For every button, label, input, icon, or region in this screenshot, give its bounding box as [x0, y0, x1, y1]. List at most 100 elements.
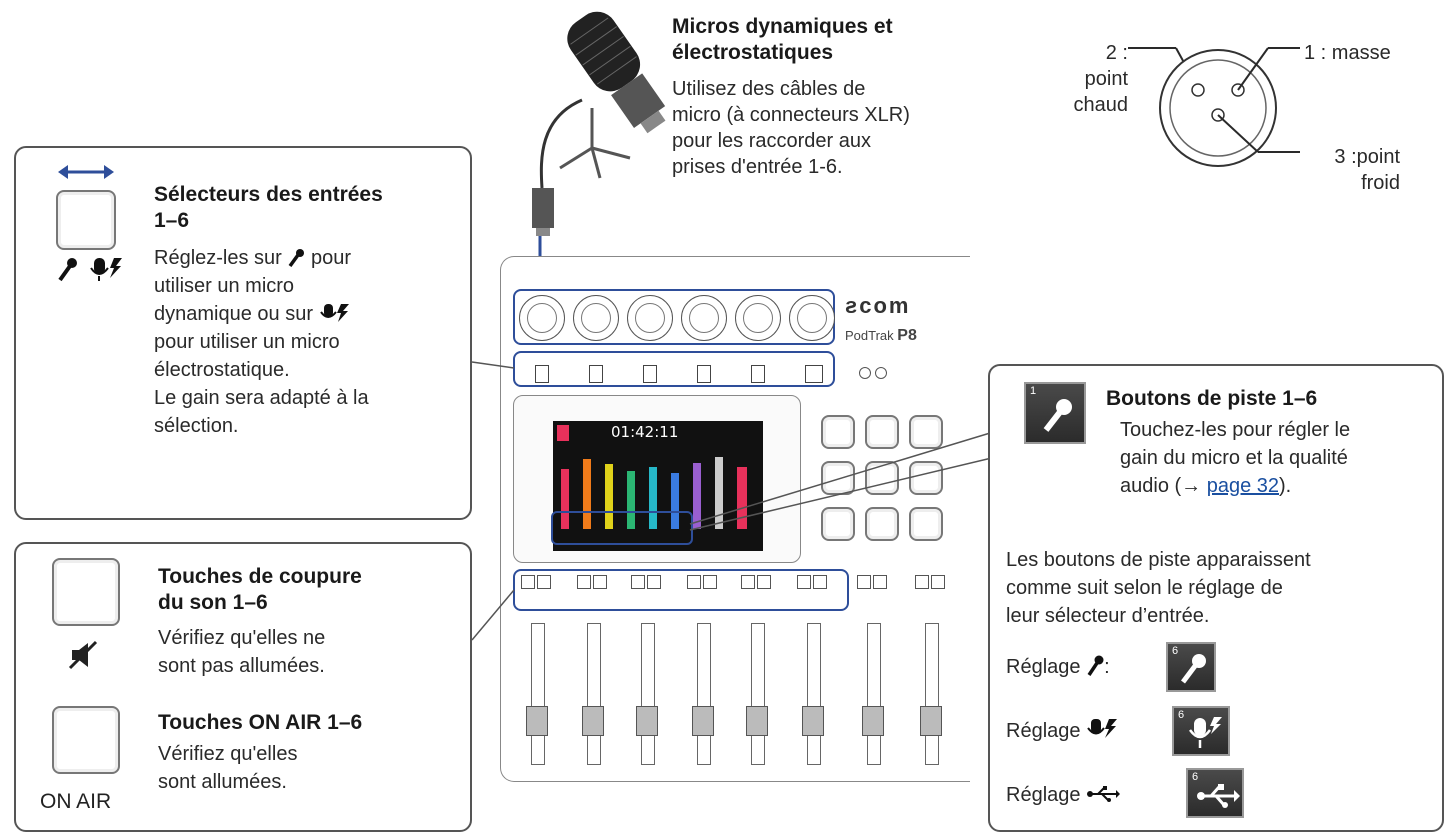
page-32-link[interactable]: page 32	[1206, 475, 1280, 497]
mute-key-icon	[52, 558, 120, 626]
input-selector-2[interactable]	[589, 365, 603, 383]
onair-key-4[interactable]	[703, 575, 717, 589]
sound-pad-e[interactable]	[865, 461, 899, 495]
xlr-pin1-label: 1 : masse	[1304, 42, 1391, 64]
input-selectors-description: Réglez-les sur pour utiliser un micro dy…	[154, 247, 369, 437]
usb-icon	[1197, 784, 1240, 808]
xlr-jack-6	[789, 295, 835, 341]
sound-pad-c[interactable]	[909, 415, 943, 449]
screen-track-buttons	[551, 511, 693, 545]
mute-key-5[interactable]	[741, 575, 755, 589]
input-selector-4[interactable]	[697, 365, 711, 383]
xlr-jack-2	[573, 295, 619, 341]
usb-icon	[1087, 786, 1121, 802]
screen-time: 01:42:11	[611, 423, 679, 441]
track-button-dynamic-variant: 6	[1166, 642, 1216, 692]
microphone-illustration	[532, 11, 666, 236]
track-buttons-title: Boutons de piste 1–6	[1106, 387, 1318, 410]
fader-7[interactable]	[862, 623, 884, 765]
mute-key-4[interactable]	[687, 575, 701, 589]
track-button-usb-variant: 6	[1186, 768, 1244, 818]
onair-key-7[interactable]	[873, 575, 887, 589]
model-name: PodTrak P8	[845, 327, 917, 344]
fader-4[interactable]	[692, 623, 714, 765]
dynamic-mic-icon	[288, 249, 305, 268]
fader-2[interactable]	[582, 623, 604, 765]
xlr-connector-diagram	[1128, 47, 1300, 167]
record-indicator	[557, 425, 569, 441]
track-buttons-explanation: Les boutons de piste apparaissent comme …	[1006, 549, 1311, 627]
mute-onair-callout: ON AIR Touches de coupure du son 1–6 Vér…	[14, 542, 472, 832]
fader-5[interactable]	[746, 623, 768, 765]
xlr-jack-5	[735, 295, 781, 341]
xlr-pin3-label: 3 :point froid	[1334, 146, 1400, 194]
input-selector-3[interactable]	[643, 365, 657, 383]
setting-dynamic-row: Réglage :	[1006, 655, 1110, 678]
track-button-condenser-variant: 6	[1172, 706, 1230, 756]
condenser-mic-icon	[1188, 717, 1222, 748]
condenser-mic-icon	[319, 304, 349, 322]
mute-key-6[interactable]	[797, 575, 811, 589]
setting-condenser-row: Réglage	[1006, 718, 1120, 744]
onair-key-5[interactable]	[757, 575, 771, 589]
input-selectors-callout: Sélecteurs des entrées 1–6 Réglez-les su…	[14, 146, 472, 520]
track-button-icon: 1	[1024, 382, 1086, 444]
sound-pad-a[interactable]	[821, 415, 855, 449]
return-jack-2	[875, 367, 887, 379]
sound-pad-d[interactable]	[821, 461, 855, 495]
onair-description: Vérifiez qu'elles sont allumées.	[158, 743, 298, 793]
return-jack	[859, 367, 871, 379]
xlr-jack-4	[681, 295, 727, 341]
mute-key-2[interactable]	[577, 575, 591, 589]
input-selector-row	[513, 351, 835, 387]
dynamic-mic-icon	[1043, 399, 1072, 432]
fader-1[interactable]	[526, 623, 548, 765]
condenser-mic-icon	[1087, 719, 1118, 738]
touch-screen[interactable]: 01:42:11	[553, 421, 763, 551]
onair-key-3[interactable]	[647, 575, 661, 589]
mic-description: Utilisez des câbles de micro (à connecte…	[672, 78, 910, 178]
podtrak-device: ƨcom PodTrak P8 01:42:11	[500, 256, 970, 782]
sound-pad-b[interactable]	[865, 415, 899, 449]
selector-switch-icon	[56, 190, 116, 250]
mute-key-1[interactable]	[521, 575, 535, 589]
dynamic-mic-icon	[1087, 655, 1104, 676]
mute-key-7[interactable]	[857, 575, 871, 589]
input-selector-5[interactable]	[751, 365, 765, 383]
input-selectors-title: Sélecteurs des entrées 1–6	[154, 183, 383, 232]
xlr-jack-1	[519, 295, 565, 341]
onair-key-8[interactable]	[931, 575, 945, 589]
fader-8[interactable]	[920, 623, 942, 765]
input-selector-6[interactable]	[805, 365, 823, 383]
onair-key-1[interactable]	[537, 575, 551, 589]
onair-icon-label: ON AIR	[40, 790, 112, 813]
fader-6[interactable]	[802, 623, 824, 765]
xlr-jack-3	[627, 295, 673, 341]
fader-3[interactable]	[636, 623, 658, 765]
condenser-mic-icon	[90, 258, 122, 281]
dynamic-mic-icon	[1181, 654, 1206, 684]
level-meters	[561, 457, 747, 529]
xlr-pin2-label: 2 : point chaud	[1073, 42, 1129, 116]
mute-speaker-icon	[68, 640, 98, 670]
mute-key-3[interactable]	[631, 575, 645, 589]
mute-description: Vérifiez qu'elles ne sont pas allumées.	[158, 627, 326, 677]
mic-title: Micros dynamiques et électrostatiques	[672, 15, 893, 64]
onair-key-6[interactable]	[813, 575, 827, 589]
input-selector-1[interactable]	[535, 365, 549, 383]
sound-pad-g[interactable]	[821, 507, 855, 541]
track-buttons-callout: 1 Boutons de piste 1–6 Touchez-les pour …	[988, 364, 1444, 832]
onair-key-2[interactable]	[593, 575, 607, 589]
track-buttons-description: Touchez-les pour régler le gain du micro…	[1120, 419, 1351, 497]
slide-arrow-icon	[58, 165, 114, 179]
onair-key-icon	[52, 706, 120, 774]
sound-pad-h[interactable]	[865, 507, 899, 541]
onair-title: Touches ON AIR 1–6	[158, 711, 363, 734]
setting-usb-row: Réglage	[1006, 782, 1121, 808]
brand-logo: ƨcom	[845, 293, 911, 318]
mute-key-8[interactable]	[915, 575, 929, 589]
mute-title: Touches de coupure du son 1–6	[158, 565, 362, 614]
sound-pad-i[interactable]	[909, 507, 943, 541]
dynamic-mic-icon	[58, 258, 77, 282]
